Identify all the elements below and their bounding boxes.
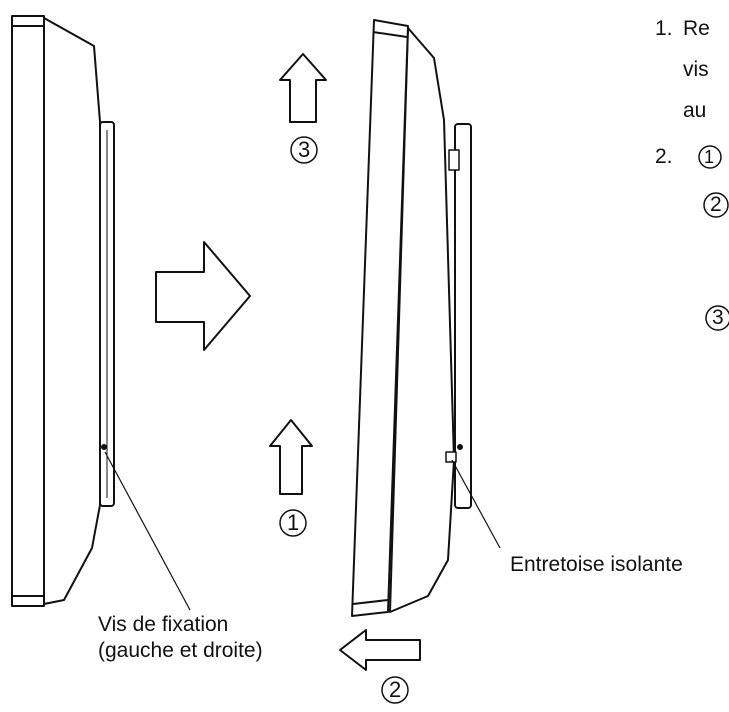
fixing-screw-label: Vis de fixation — [98, 613, 229, 636]
instruction-step2-sub2: 2 — [710, 193, 722, 216]
arrow-up-bottom — [269, 419, 313, 495]
step-circle-3 — [290, 136, 318, 164]
fixing-screw-sub-label: (gauche et droite) — [98, 639, 263, 662]
insulating-spacer-marker — [445, 451, 457, 463]
step-circle-1 — [279, 509, 307, 537]
instruction-step2-number: 2. — [655, 145, 673, 168]
display-before — [11, 15, 115, 607]
fixing-screw-leader — [104, 451, 191, 611]
display-before-front — [11, 15, 45, 607]
fixing-screw-marker — [101, 444, 107, 450]
instruction-step2-marker: 1 — [704, 147, 715, 167]
step-number-3: 3 — [298, 137, 311, 162]
step-circle-2 — [381, 676, 409, 704]
arrow-up-top — [279, 53, 327, 123]
arrow-left — [339, 629, 421, 671]
spacer-label: Entretoise isolante — [510, 553, 683, 576]
spacer-leader — [451, 459, 501, 549]
instruction-step1-line2: vis — [683, 58, 709, 81]
display-after-bracket — [454, 123, 472, 509]
step-number-1: 1 — [287, 510, 300, 535]
display-after-body — [389, 27, 455, 613]
step-number-2: 2 — [389, 677, 402, 702]
instruction-step1-number: 1. — [655, 17, 673, 40]
display-after — [351, 19, 472, 617]
transition-arrow — [155, 241, 251, 351]
instruction-step2-sub3: 3 — [712, 306, 724, 329]
display-after-front — [351, 19, 409, 617]
instruction-step1-line3: au — [683, 99, 707, 122]
instruction-step1-line1: Re — [683, 17, 710, 40]
display-before-body — [43, 17, 101, 605]
